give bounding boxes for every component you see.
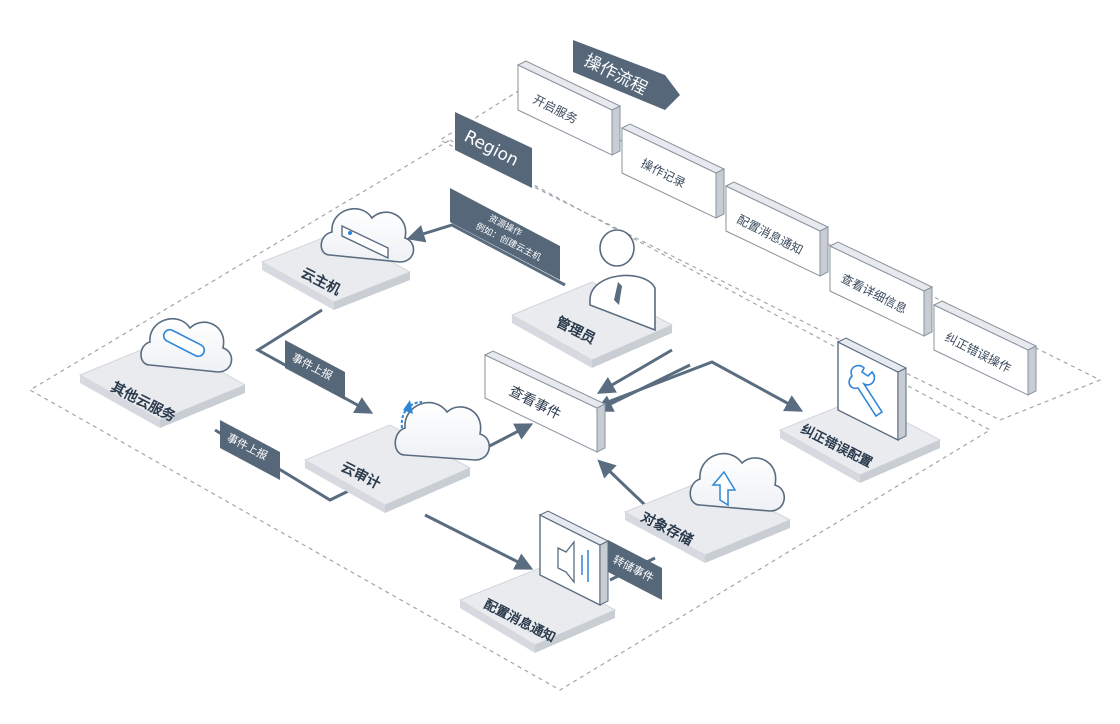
cloud-service-icon bbox=[140, 317, 233, 373]
arrow-audit-to-notify bbox=[424, 513, 534, 570]
process-step-3: 配置消息通知 bbox=[724, 181, 830, 277]
process-step-2: 操作记录 bbox=[620, 123, 726, 219]
node-cloud-audit: 云审计 bbox=[303, 400, 490, 513]
audit-cloud-icon bbox=[394, 400, 490, 461]
speaker-icon bbox=[538, 510, 610, 607]
node-other-services: 其他云服务 bbox=[78, 317, 247, 428]
admin-user-icon bbox=[589, 229, 656, 332]
arrow-storage-to-events bbox=[597, 459, 647, 507]
arrow-admin-to-host bbox=[406, 223, 566, 287]
node-object-storage: 对象存储 bbox=[623, 452, 792, 563]
cloud-server-icon bbox=[320, 207, 415, 263]
arrow-events-to-fix bbox=[599, 360, 804, 412]
edge-label-dump-events: 转储事件 bbox=[608, 540, 662, 600]
upload-cloud-icon bbox=[689, 452, 785, 512]
process-step-4: 查看详细信息 bbox=[828, 241, 934, 337]
edge-label-event-report-2: 事件上报 bbox=[220, 420, 280, 480]
node-admin: 管理员 bbox=[510, 229, 674, 368]
node-notify-config: 配置消息通知 bbox=[458, 510, 617, 653]
node-cloud-host: 云主机 bbox=[260, 207, 415, 310]
node-view-events: 查看事件 bbox=[483, 350, 607, 453]
arrow-admin-to-events bbox=[596, 348, 673, 394]
edge-label-event-report-1: 事件上报 bbox=[285, 340, 345, 400]
wrench-icon bbox=[836, 337, 908, 442]
region-boundary bbox=[28, 139, 992, 691]
region-tag: Region bbox=[455, 112, 532, 188]
node-fix-config: 纠正错误配置 bbox=[778, 337, 942, 483]
process-step-5: 纠正错误操作 bbox=[932, 300, 1038, 396]
